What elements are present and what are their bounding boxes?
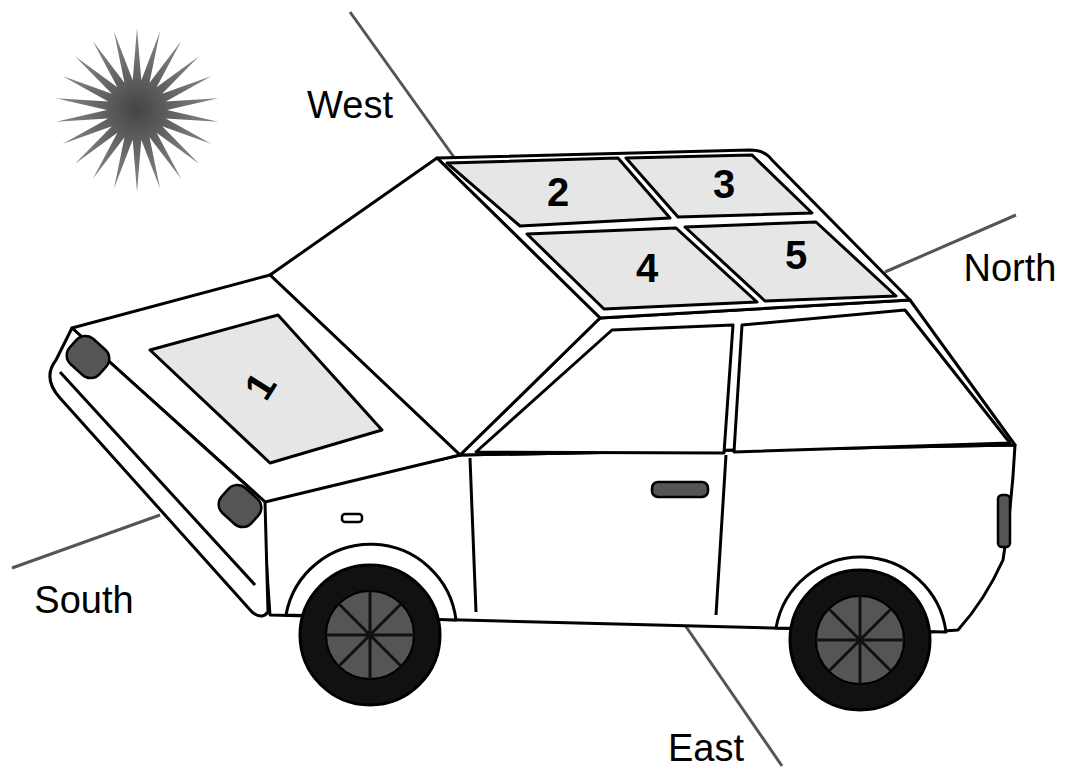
car-body	[50, 150, 1015, 632]
callout-number: 3	[713, 164, 735, 204]
wheels	[300, 565, 930, 710]
direction-label: East	[668, 729, 744, 767]
sun-symbol	[56, 28, 218, 192]
direction-label: South	[34, 581, 133, 619]
car-details	[62, 331, 1010, 547]
solar-panels	[150, 155, 896, 463]
callout-number: 5	[785, 235, 807, 275]
compass-lines	[12, 12, 1016, 766]
callout-number: 4	[636, 248, 658, 288]
direction-label: West	[307, 86, 393, 124]
sun-rays	[56, 28, 218, 192]
callout-number: 2	[547, 172, 569, 212]
direction-label: North	[964, 249, 1057, 287]
callout-number: 1	[237, 366, 283, 406]
